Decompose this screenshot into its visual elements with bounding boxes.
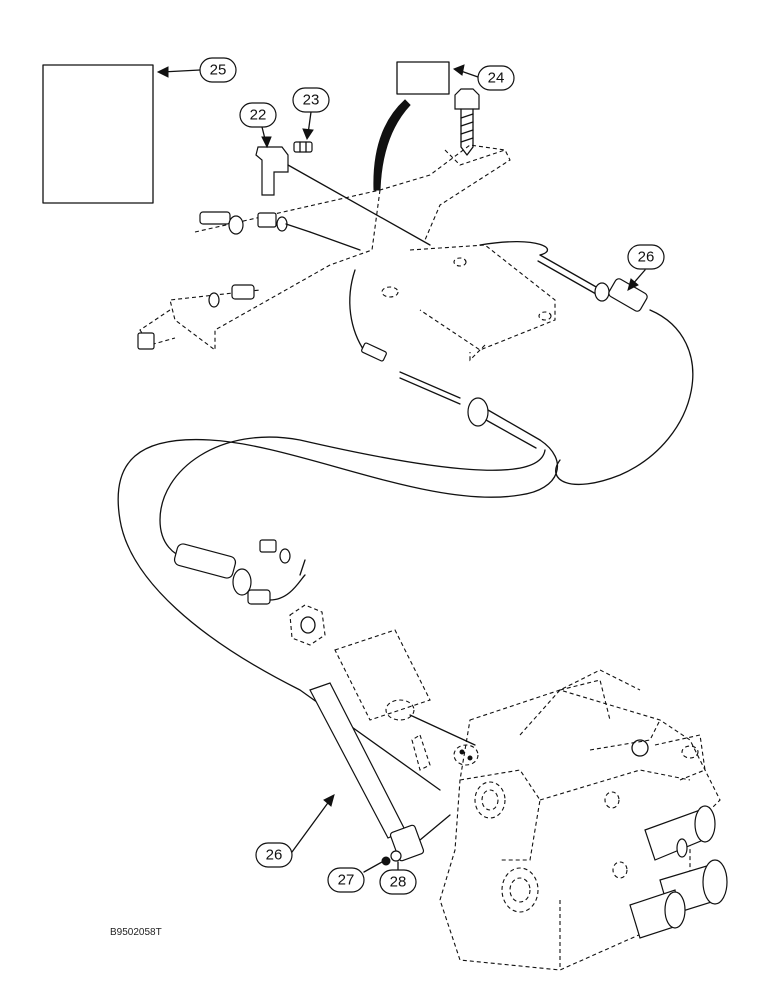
callout-28-label: 28 xyxy=(390,874,407,891)
washer-28 xyxy=(390,850,402,862)
leader-arrow-26-lower xyxy=(291,794,335,853)
gasket-plate xyxy=(289,604,326,646)
bracket-hardware xyxy=(137,211,361,350)
mounting-bracket xyxy=(139,144,556,362)
leader-arrow-25 xyxy=(156,66,201,78)
sleeve xyxy=(334,629,476,746)
callout-27: 27 xyxy=(327,867,365,893)
lever-22 xyxy=(255,146,431,246)
callout-26-upper-label: 26 xyxy=(638,249,655,266)
control-valve-body xyxy=(439,669,721,971)
screw-23 xyxy=(293,141,313,153)
callout-26-lower: 26 xyxy=(255,842,293,868)
cable-middle xyxy=(117,269,558,791)
callout-24-label: 24 xyxy=(488,70,505,87)
decal-24 xyxy=(396,61,450,95)
leader-arrow-22 xyxy=(261,126,272,149)
callout-24: 24 xyxy=(477,65,515,91)
callout-23: 23 xyxy=(292,87,330,113)
leader-arrow-24 xyxy=(452,64,479,78)
leader-lines-27-28 xyxy=(363,861,399,873)
decal-25 xyxy=(42,64,154,204)
leader-arrow-26-upper xyxy=(627,269,646,291)
cable-end-fitting xyxy=(173,539,306,605)
callout-27-label: 27 xyxy=(338,872,355,889)
callout-26-upper: 26 xyxy=(627,244,665,270)
callout-28: 28 xyxy=(379,869,417,895)
install-arrow xyxy=(373,99,411,191)
leader-arrow-23 xyxy=(302,111,314,141)
callout-22-label: 22 xyxy=(250,107,267,124)
cable-26-lower xyxy=(309,682,451,862)
pin-assembly xyxy=(411,734,479,771)
callout-26-lower-label: 26 xyxy=(266,847,283,864)
bolt-top xyxy=(454,88,480,156)
cable-26-upper xyxy=(479,241,694,486)
valve-spools xyxy=(629,805,728,939)
callout-25-label: 25 xyxy=(210,62,227,79)
reference-code: B9502058T xyxy=(110,927,162,938)
callout-25: 25 xyxy=(199,57,237,83)
callout-22: 22 xyxy=(239,102,277,128)
nut-27 xyxy=(381,856,391,866)
callout-23-label: 23 xyxy=(303,92,320,109)
